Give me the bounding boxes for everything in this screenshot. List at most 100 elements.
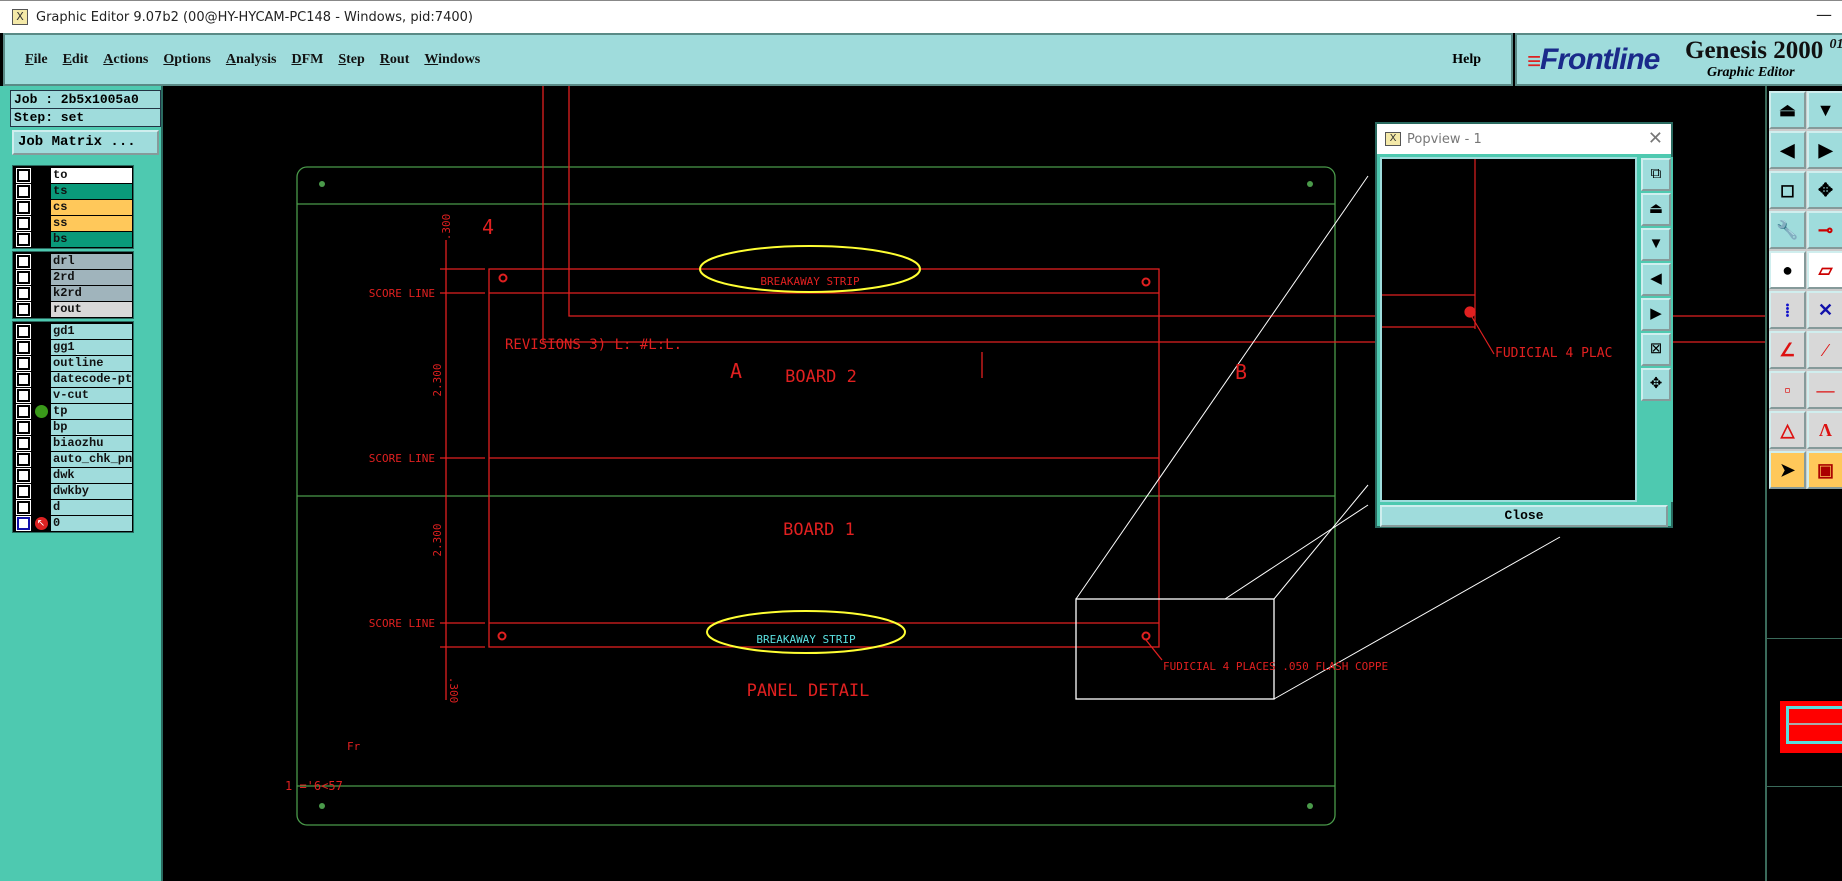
pan-up-icon[interactable]: ⏏ — [1769, 91, 1806, 129]
layer-checkbox[interactable] — [16, 499, 31, 515]
layer-name[interactable]: k2rd — [51, 285, 132, 301]
layer-name[interactable]: dwkby — [51, 483, 132, 499]
menu-analysis[interactable]: Analysis — [225, 51, 277, 67]
layer-row[interactable]: cs — [14, 199, 132, 215]
layer-checkbox[interactable] — [16, 269, 31, 285]
measure-center-icon[interactable]: — — [1807, 371, 1842, 409]
layer-name[interactable]: ts — [51, 183, 132, 199]
select-window-icon[interactable]: ▱ — [1807, 251, 1842, 289]
popview-titlebar[interactable]: X Popview - 1 — [1377, 124, 1671, 154]
layer-row[interactable]: bs — [14, 231, 132, 247]
layer-name[interactable]: drl — [51, 253, 132, 269]
pan-left-icon[interactable]: ◀ — [1769, 131, 1806, 169]
layer-checkbox[interactable] — [16, 371, 31, 387]
layer-name[interactable]: v-cut — [51, 387, 132, 403]
menu-step[interactable]: Step — [338, 51, 365, 67]
job-matrix-button[interactable]: Job Matrix ... — [12, 130, 159, 155]
menu-dfm[interactable]: DFM — [291, 51, 324, 67]
layer-name[interactable]: to — [51, 167, 132, 183]
layer-checkbox[interactable] — [16, 339, 31, 355]
zoom-center-icon[interactable]: ✥ — [1807, 171, 1842, 209]
pan-down-icon[interactable]: ▼ — [1807, 91, 1842, 129]
pan-down-icon[interactable]: ▼ — [1641, 228, 1671, 261]
layer-name[interactable]: outline — [51, 355, 132, 371]
zoom-in-icon[interactable]: ⊠ — [1641, 333, 1671, 366]
popview-canvas[interactable]: FUDICIAL 4 PLAC — [1380, 157, 1637, 502]
layer-scroll-area[interactable] — [137, 165, 161, 625]
pan-left-icon[interactable]: ◀ — [1641, 263, 1671, 296]
pan-right-icon[interactable]: ▶ — [1641, 298, 1671, 331]
layer-row[interactable]: auto_chk_pnl — [14, 451, 132, 467]
triangle-measure-icon[interactable]: △ — [1769, 411, 1806, 449]
layer-checkbox[interactable] — [16, 231, 31, 247]
layer-checkbox[interactable] — [16, 199, 31, 215]
layer-row[interactable]: v-cut — [14, 387, 132, 403]
layer-name[interactable]: datecode-pte — [51, 371, 132, 387]
layer-checkbox[interactable] — [16, 301, 31, 317]
pointer-icon[interactable]: ➤ — [1769, 451, 1806, 489]
layer-checkbox[interactable] — [16, 451, 31, 467]
layer-row[interactable]: tp — [14, 403, 132, 419]
layer-row[interactable]: drl — [14, 253, 132, 269]
connect-points-icon[interactable]: ⁞ — [1769, 291, 1806, 329]
layer-name[interactable]: tp — [51, 403, 132, 419]
menu-options[interactable]: Options — [163, 51, 211, 67]
zoom-home-icon[interactable]: ⧉ — [1641, 158, 1671, 191]
measure-line-icon[interactable]: ⁄ — [1807, 331, 1842, 369]
menu-edit[interactable]: Edit — [62, 51, 89, 67]
overview-thumbnail[interactable] — [1780, 701, 1842, 753]
pan-up-icon[interactable]: ⏏ — [1641, 193, 1671, 226]
layer-name[interactable]: 2rd — [51, 269, 132, 285]
triangle-arrow-icon[interactable]: Λ — [1807, 411, 1842, 449]
layer-name[interactable]: rout — [51, 301, 132, 317]
layer-name[interactable]: bp — [51, 419, 132, 435]
layer-checkbox[interactable] — [16, 183, 31, 199]
layer-row[interactable]: ts — [14, 183, 132, 199]
select-feature-icon[interactable]: ● — [1769, 251, 1806, 289]
layer-row[interactable]: bp — [14, 419, 132, 435]
delete-cross-icon[interactable]: ✕ — [1807, 291, 1842, 329]
layer-name[interactable]: bs — [51, 231, 132, 247]
layer-name[interactable]: gg1 — [51, 339, 132, 355]
layer-name[interactable]: gd1 — [51, 323, 132, 339]
layer-row[interactable]: to — [14, 167, 132, 183]
minimize-button[interactable]: — — [1816, 5, 1832, 24]
layer-checkbox[interactable] — [16, 515, 31, 531]
layer-name[interactable]: cs — [51, 199, 132, 215]
menu-actions[interactable]: Actions — [103, 51, 149, 67]
layer-row[interactable]: outline — [14, 355, 132, 371]
layer-checkbox[interactable] — [16, 435, 31, 451]
layer-name[interactable]: 0 — [51, 515, 132, 531]
layer-row[interactable]: k2rd — [14, 285, 132, 301]
layer-checkbox[interactable] — [16, 419, 31, 435]
zoom-out-icon[interactable]: ✥ — [1641, 368, 1671, 401]
layer-checkbox[interactable] — [16, 387, 31, 403]
layer-checkbox[interactable] — [16, 167, 31, 183]
layer-name[interactable]: biaozhu — [51, 435, 132, 451]
layer-checkbox[interactable] — [16, 355, 31, 371]
pan-right-icon[interactable]: ▶ — [1807, 131, 1842, 169]
zoom-fit-icon[interactable]: ◻ — [1769, 171, 1806, 209]
menu-help[interactable]: Help — [1452, 51, 1481, 67]
layer-name[interactable]: ss — [51, 215, 132, 231]
layer-row[interactable]: ↖0 — [14, 515, 132, 531]
layer-row[interactable]: biaozhu — [14, 435, 132, 451]
layer-checkbox[interactable] — [16, 323, 31, 339]
layer-checkbox[interactable] — [16, 467, 31, 483]
layer-name[interactable]: dwk — [51, 467, 132, 483]
popview-close-button[interactable]: Close — [1380, 505, 1668, 527]
layer-row[interactable]: datecode-pte — [14, 371, 132, 387]
layer-row[interactable]: gg1 — [14, 339, 132, 355]
pointer-box-icon[interactable]: ▣ — [1807, 451, 1842, 489]
layer-row[interactable]: gd1 — [14, 323, 132, 339]
layer-checkbox[interactable] — [16, 215, 31, 231]
move-point-icon[interactable]: ▫ — [1769, 371, 1806, 409]
menu-rout[interactable]: Rout — [379, 51, 410, 67]
measure-angle-icon[interactable]: ∠ — [1769, 331, 1806, 369]
layer-checkbox[interactable] — [16, 253, 31, 269]
layer-checkbox[interactable] — [16, 403, 31, 419]
layer-checkbox[interactable] — [16, 285, 31, 301]
settings-palette-icon[interactable]: 🔧 — [1769, 211, 1806, 249]
layer-row[interactable]: d — [14, 499, 132, 515]
layer-row[interactable]: ss — [14, 215, 132, 231]
